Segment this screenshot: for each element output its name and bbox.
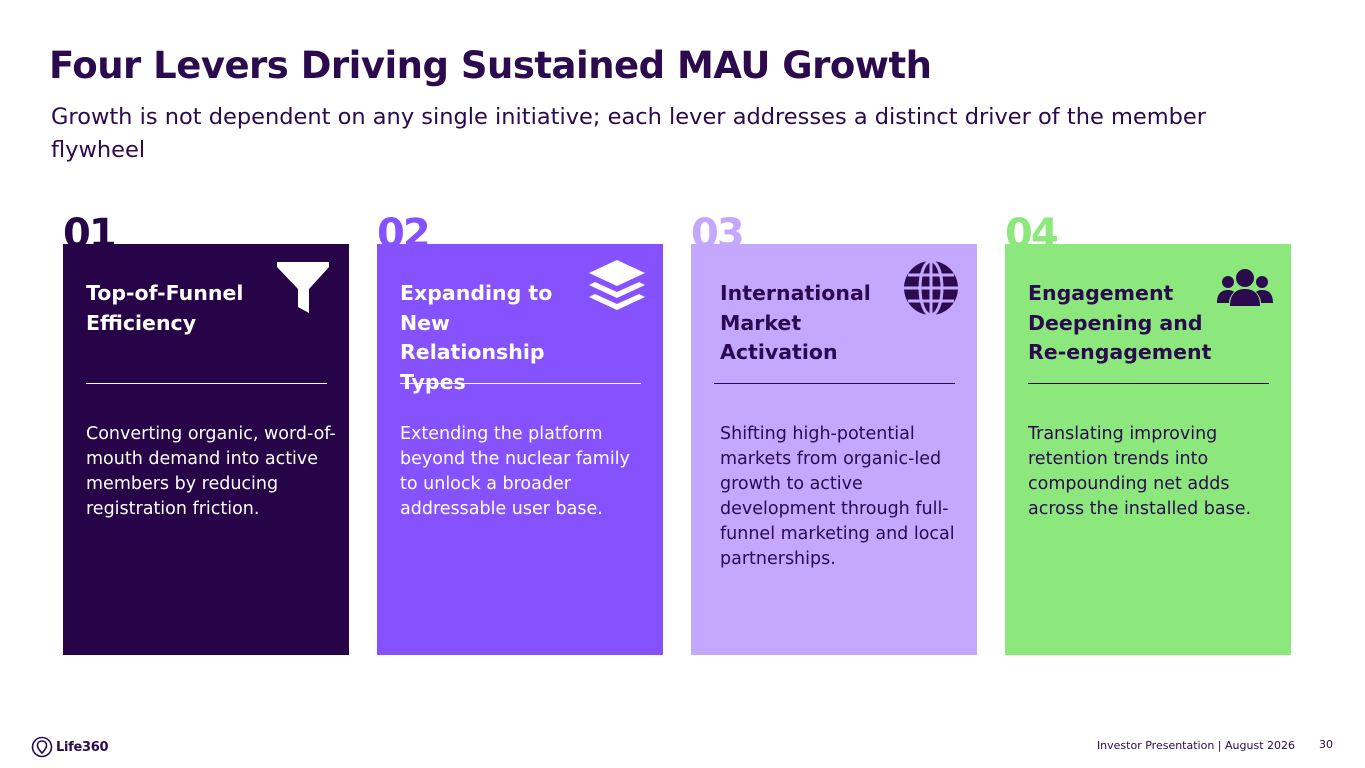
divider	[400, 383, 641, 384]
funnel-icon	[273, 258, 333, 318]
card-number: 02	[377, 214, 429, 244]
card-title: Expanding to New Relationship Types	[400, 281, 553, 394]
card-body: Top-of-Funnel Efficiency Converting orga…	[63, 244, 349, 655]
card-body: International Market Activation Shifting…	[691, 244, 977, 655]
footer-meta: Investor Presentation | August 2026	[1096, 739, 1295, 752]
card-title: Engagement Deepening and Re-engagement	[1028, 281, 1212, 364]
card-description: Shifting high-potential markets from org…	[720, 424, 955, 569]
lever-card-2: 02 Expanding to New Relationship Types E…	[377, 214, 663, 655]
card-title: Top-of-Funnel Efficiency	[86, 281, 244, 335]
card-body: Expanding to New Relationship Types Exte…	[377, 244, 663, 655]
lever-card-4: 04 Engagement Deepening and Re-engagemen…	[1005, 214, 1291, 655]
divider	[1028, 383, 1269, 384]
page-number: 30	[1319, 738, 1333, 751]
card-number: 04	[1005, 214, 1057, 244]
life360-logo-icon	[31, 736, 53, 758]
divider	[714, 383, 955, 384]
card-description: Translating improving retention trends i…	[1028, 424, 1252, 519]
card-title: International Market Activation	[720, 281, 871, 364]
card-description: Extending the platform beyond the nuclea…	[400, 424, 630, 519]
card-description: Converting organic, word-of-mouth demand…	[86, 424, 336, 519]
logo-text: Life360	[56, 739, 109, 755]
layers-icon	[587, 258, 647, 318]
card-body: Engagement Deepening and Re-engagement T…	[1005, 244, 1291, 655]
lever-card-3: 03 International Market Activation Shift…	[691, 214, 977, 655]
divider	[86, 383, 327, 384]
users-group-icon	[1215, 258, 1275, 318]
lever-card-1: 01 Top-of-Funnel Efficiency Converting o…	[63, 214, 349, 655]
page-title: Four Levers Driving Sustained MAU Growth	[49, 44, 932, 87]
page-subtitle: Growth is not dependent on any single in…	[51, 104, 1207, 163]
footer-logo: Life360	[31, 736, 109, 758]
globe-icon	[901, 258, 961, 318]
card-number: 03	[691, 214, 743, 244]
card-number: 01	[63, 214, 115, 244]
